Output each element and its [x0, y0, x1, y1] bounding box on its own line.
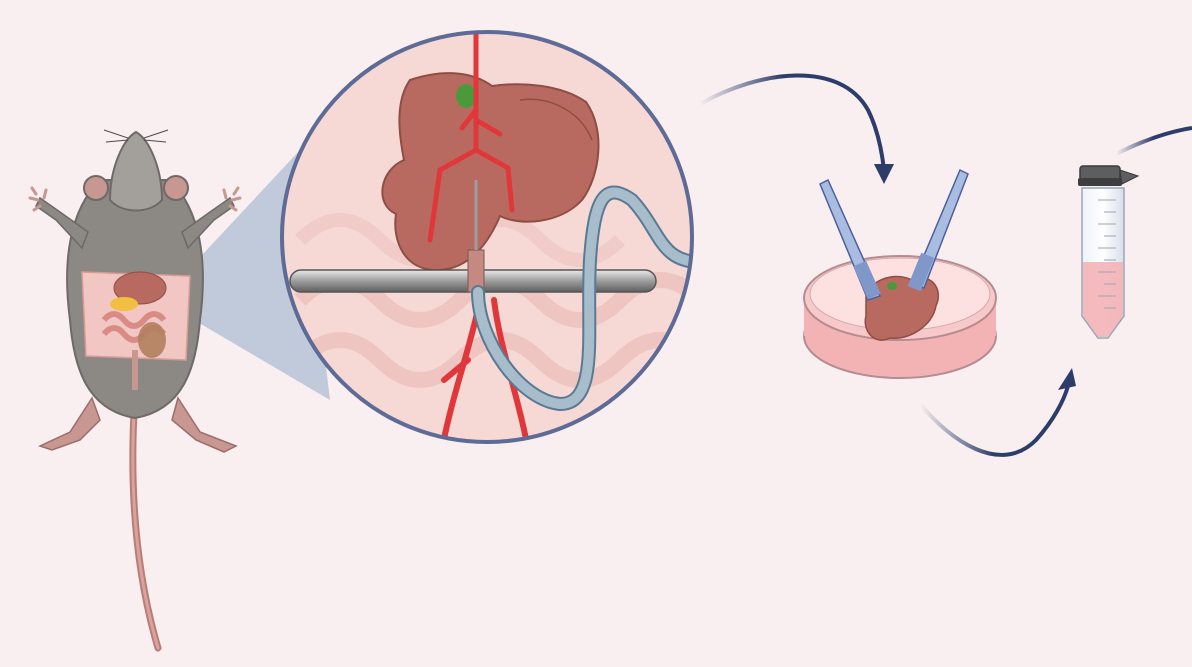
- petri-dish-icon: [804, 256, 996, 378]
